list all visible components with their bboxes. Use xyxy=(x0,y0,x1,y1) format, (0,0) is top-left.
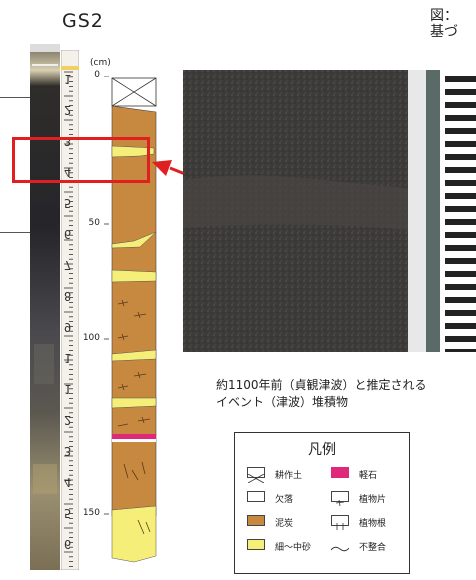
legend: 凡例 耕作土 軽石 欠落 植物片 泥炭 植物根 細～中砂 不整合 xyxy=(234,432,410,574)
ruler-number: 2 xyxy=(64,413,72,427)
ruler-number: 3 xyxy=(64,444,72,458)
ruler-number: 2 xyxy=(64,103,72,117)
ruler-number: 5 xyxy=(64,506,72,520)
ruler-number: 1 xyxy=(64,72,72,86)
legend-label-unconformity: 不整合 xyxy=(359,543,387,553)
leader-line-top xyxy=(0,97,30,98)
event-deposit-caption: 約1100年前（貞観津波）と推定される イベント（津波）堆積物 xyxy=(216,378,427,409)
depth-tick-50: 50 xyxy=(88,218,100,228)
legend-swatch-cultivated-soil xyxy=(247,467,265,484)
ruler-number: 4 xyxy=(64,475,72,489)
highlight-box xyxy=(12,137,150,183)
ruler-number: 1 xyxy=(64,351,72,365)
ruler-number: 6 xyxy=(64,227,72,241)
legend-label-sand: 細～中砂 xyxy=(275,543,312,553)
legend-swatch-peat xyxy=(247,515,265,526)
depth-tick-150: 150 xyxy=(82,508,100,518)
legend-label-pumice: 軽石 xyxy=(359,471,378,481)
legend-label-plant-root: 植物根 xyxy=(359,519,387,529)
depth-unit-label: (cm) xyxy=(90,58,111,68)
legend-swatch-plant-root xyxy=(331,515,349,530)
ruler-number: 7 xyxy=(64,258,72,272)
ruler-number: 6 xyxy=(64,537,72,551)
site-label: GS2 xyxy=(62,10,104,32)
legend-label-cultivated-soil: 耕作土 xyxy=(275,471,303,481)
leader-line-bottom xyxy=(0,232,30,233)
legend-swatch-pumice xyxy=(331,467,349,478)
core-photo xyxy=(30,44,60,570)
legend-label-plant-fragment: 植物片 xyxy=(359,495,387,505)
depth-tick-100: 100 xyxy=(82,333,100,343)
depth-tick-0: 0 xyxy=(94,70,100,80)
ruler-number: 5 xyxy=(64,196,72,210)
figure-caption: 図： 基づ xyxy=(430,8,458,40)
legend-label-missing: 欠落 xyxy=(275,495,294,505)
ruler-number: 8 xyxy=(64,289,72,303)
legend-swatch-plant-fragment xyxy=(331,491,349,507)
legend-swatch-sand xyxy=(247,539,265,550)
legend-title: 凡例 xyxy=(308,442,336,458)
ruler-number: 9 xyxy=(64,320,72,334)
ruler-number: 1 xyxy=(64,382,72,396)
legend-swatch-missing xyxy=(247,491,265,502)
legend-label-peat: 泥炭 xyxy=(275,519,294,529)
legend-swatch-unconformity xyxy=(330,539,350,552)
zoomed-core-photo xyxy=(183,70,476,352)
